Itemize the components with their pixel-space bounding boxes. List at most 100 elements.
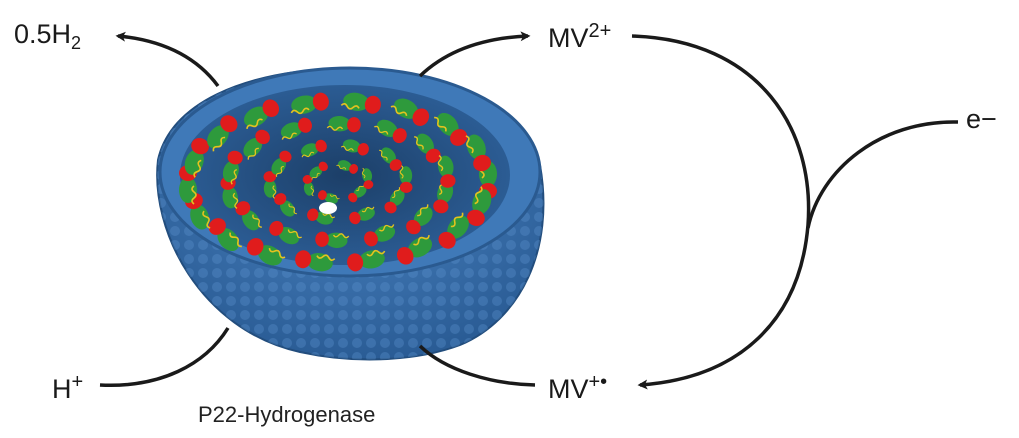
hydrogenase-unit: [309, 161, 328, 180]
arrow-to-h2: [115, 31, 220, 88]
hydrogenase-small-subunit: [318, 161, 328, 172]
hydrogenase-large-subunit: [324, 193, 338, 204]
hydrogenase-large-subunit: [306, 253, 333, 272]
hydrogenase-large-subunit: [407, 237, 433, 258]
hydrogenase-unit: [301, 139, 327, 158]
hydrogenase-large-subunit: [222, 160, 239, 183]
hydrogenase-small-subunit: [315, 231, 329, 247]
hydrogenase-unit: [290, 92, 329, 115]
hydrogenase-large-subunit: [358, 250, 385, 269]
hydrogenase-small-subunit: [255, 129, 270, 145]
hydrogenase-large-subunit: [357, 207, 375, 221]
p22-capsid: [156, 66, 545, 361]
scaffold-helix: [268, 247, 286, 259]
hydrogenase-large-subunit: [179, 177, 197, 203]
hydrogenase-small-subunit: [348, 192, 358, 203]
capsid-center-pore: [319, 202, 337, 214]
scaffold-helix: [361, 206, 375, 213]
hydrogenase-small-subunit: [312, 92, 329, 111]
hydrogenase-small-subunit: [191, 138, 209, 155]
scaffold-helix: [232, 192, 239, 209]
hydrogenase-large-subunit: [328, 116, 351, 132]
scaffold-helix: [399, 165, 404, 179]
hydrogenase-large-subunit: [243, 137, 263, 158]
hydrogenase-large-subunit: [263, 179, 277, 198]
hydrogenase-small-subunit: [298, 117, 312, 133]
hydrogenase-unit: [396, 234, 433, 265]
hydrogenase-unit: [434, 112, 468, 146]
scaffold-helix: [465, 135, 474, 154]
hydrogenase-small-subunit: [279, 150, 292, 163]
scaffold-helix: [417, 204, 429, 217]
scaffold-helix: [361, 167, 366, 179]
hydrogenase-small-subunit: [406, 219, 421, 235]
hydrogenase-unit: [364, 224, 396, 247]
caption-p22-hydrogenase: P22-Hydrogenase: [198, 402, 376, 427]
hydrogenase-small-subunit: [440, 174, 456, 188]
hydrogenase-small-subunit: [208, 218, 226, 235]
hydrogenase-small-subunit: [347, 117, 361, 133]
scaffold-helix: [414, 136, 424, 150]
hydrogenase-unit: [326, 116, 361, 133]
hydrogenase-small-subunit: [263, 171, 277, 183]
hydrogenase-large-subunit: [416, 133, 434, 154]
hydrogenase-small-subunit: [364, 231, 378, 247]
hydrogenase-unit: [315, 231, 350, 248]
hydrogenase-unit: [220, 176, 239, 209]
hydrogenase-unit: [379, 147, 402, 171]
hydrogenase-unit: [243, 129, 270, 160]
scaffold-helix: [229, 232, 242, 248]
scaffold-helix: [301, 151, 315, 158]
scaffold-helix: [326, 125, 344, 131]
scaffold-helix: [252, 214, 262, 228]
hydrogenase-large-subunit: [447, 215, 469, 239]
hydrogenase-large-subunit: [343, 92, 370, 111]
hydrogenase-unit: [269, 220, 302, 245]
scaffold-helix: [374, 125, 389, 135]
hydrogenase-unit: [295, 250, 336, 272]
hydrogenase-unit: [384, 187, 405, 214]
hydrogenase-large-subunit: [217, 228, 240, 252]
hydrogenase-large-subunit: [362, 168, 373, 183]
hydrogenase-large-subunit: [353, 185, 367, 198]
hydrogenase-small-subunit: [317, 190, 327, 200]
hydrogenase-large-subunit: [271, 158, 287, 175]
scaffold-helix: [329, 194, 340, 200]
hydrogenase-small-subunit: [220, 115, 238, 133]
hydrogenase-unit: [399, 165, 413, 193]
scaffold-helix: [340, 145, 354, 151]
label-electron: e−: [966, 104, 997, 134]
hydrogenase-unit: [340, 139, 369, 156]
scaffold-helix: [311, 172, 320, 180]
hydrogenase-small-subunit: [363, 180, 374, 190]
hydrogenase-large-subunit: [373, 225, 396, 242]
scaffold-helix: [191, 185, 197, 205]
hydrogenase-small-subunit: [467, 209, 485, 226]
hydrogenase-large-subunit: [291, 95, 318, 114]
scaffold-helix: [413, 234, 430, 246]
hydrogenase-unit: [317, 190, 340, 204]
hydrogenase-unit: [246, 238, 286, 266]
hydrogenase-unit: [243, 99, 280, 130]
hydrogenase-large-subunit: [280, 122, 303, 139]
arrow-from-proton: [99, 327, 230, 387]
scaffold-helix: [356, 184, 365, 192]
scaffold-helix: [272, 185, 277, 199]
hydrogenase-unit: [390, 98, 430, 126]
hydrogenase-small-subunit: [246, 238, 264, 256]
hydrogenase-unit: [361, 167, 374, 190]
scaffold-helix: [288, 203, 297, 215]
hydrogenase-large-subunit: [472, 189, 492, 215]
hydrogenase-large-subunit: [190, 204, 210, 230]
scaffold-helix: [450, 212, 464, 228]
hydrogenase-small-subunit: [349, 164, 359, 174]
scaffold-helix: [474, 186, 483, 205]
hydrogenase-unit: [347, 249, 386, 272]
scaffold-helix: [379, 149, 388, 161]
hydrogenase-unit: [467, 186, 492, 226]
scaffold-helix: [275, 165, 284, 177]
hydrogenase-unit: [349, 206, 375, 225]
hydrogenase-small-subunit: [433, 199, 449, 214]
arrow-from-mvrad: [418, 344, 536, 387]
hydrogenase-large-subunit: [436, 112, 459, 136]
